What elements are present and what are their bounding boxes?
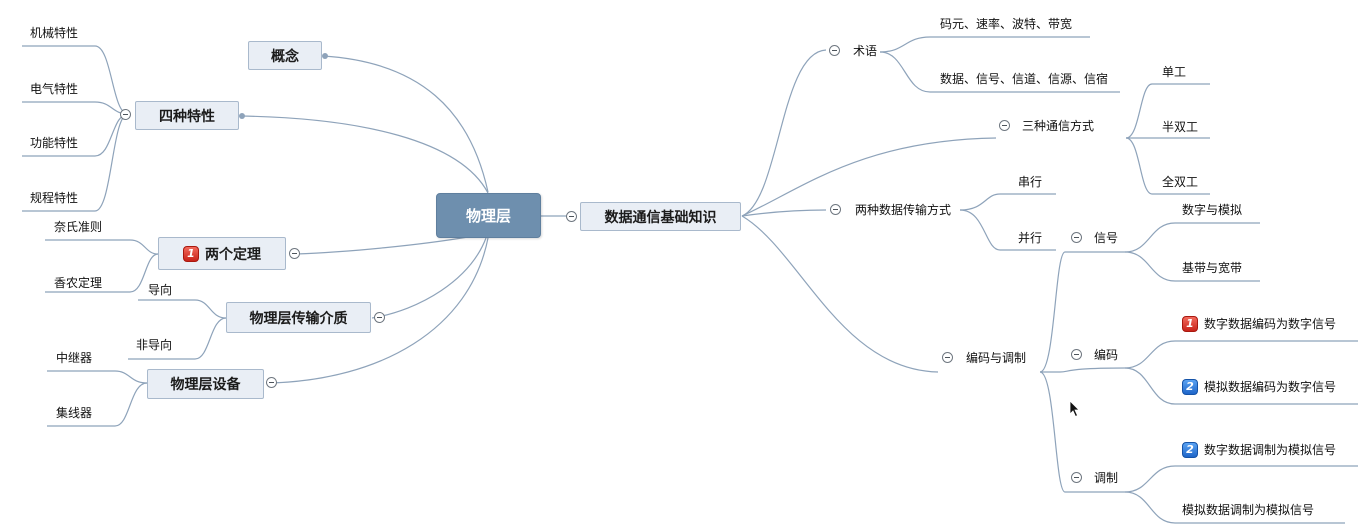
leaf-encoding-2[interactable]: 2 模拟数据编码为数字信号 [1182, 379, 1336, 395]
media-label: 物理层传输介质 [249, 310, 348, 327]
leaf-electrical[interactable]: 电气特性 [30, 82, 79, 96]
root-node[interactable]: 物理层 [436, 193, 541, 238]
collapse-toggle[interactable] [566, 211, 577, 222]
leaf-encoding-1-text: 数字数据编码为数字信号 [1204, 317, 1337, 331]
devices-node[interactable]: 物理层设备 [147, 369, 264, 399]
leaf-encoding-2-text: 模拟数据编码为数字信号 [1204, 380, 1337, 394]
media-node[interactable]: 物理层传输介质 [226, 302, 371, 333]
leaf-modulation-1-text: 数字数据调制为模拟信号 [1204, 443, 1337, 457]
modulation-node[interactable]: 调制 [1094, 471, 1119, 485]
collapse-toggle[interactable] [374, 312, 385, 323]
encode-modulate-node[interactable]: 编码与调制 [966, 351, 1027, 365]
collapse-toggle[interactable] [120, 109, 131, 120]
four-traits-label: 四种特性 [159, 108, 215, 125]
collapse-toggle[interactable] [829, 45, 840, 56]
signal-node[interactable]: 信号 [1094, 231, 1119, 245]
priority-1-icon: 1 [183, 245, 199, 262]
leaf-terms-2[interactable]: 数据、信号、信道、信源、信宿 [940, 72, 1109, 86]
leaf-shannon[interactable]: 香农定理 [54, 276, 103, 290]
three-modes-node[interactable]: 三种通信方式 [1022, 119, 1095, 133]
basics-node[interactable]: 数据通信基础知识 [580, 202, 741, 231]
basics-label: 数据通信基础知识 [604, 209, 717, 226]
mouse-cursor-icon [1069, 400, 1080, 418]
leaf-unguided[interactable]: 非导向 [136, 338, 173, 352]
collapse-toggle[interactable] [999, 120, 1010, 131]
collapse-toggle[interactable] [1071, 472, 1082, 483]
leaf-encoding-1[interactable]: 1 数字数据编码为数字信号 [1182, 316, 1336, 332]
leaf-guided[interactable]: 导向 [148, 283, 173, 297]
collapse-toggle[interactable] [1071, 349, 1082, 360]
connector-dot [322, 53, 328, 59]
leaf-procedural[interactable]: 规程特性 [30, 191, 79, 205]
leaf-serial[interactable]: 串行 [1018, 175, 1043, 189]
leaf-modulation-2[interactable]: 模拟数据调制为模拟信号 [1182, 503, 1315, 517]
connector-dot [239, 113, 245, 119]
collapse-toggle[interactable] [289, 248, 300, 259]
collapse-toggle[interactable] [266, 377, 277, 388]
leaf-modulation-1[interactable]: 2 数字数据调制为模拟信号 [1182, 442, 1336, 458]
leaf-half-duplex[interactable]: 半双工 [1162, 120, 1199, 134]
four-traits-node[interactable]: 四种特性 [135, 101, 239, 130]
collapse-toggle[interactable] [942, 352, 953, 363]
leaf-functional[interactable]: 功能特性 [30, 136, 79, 150]
leaf-repeater[interactable]: 中继器 [56, 351, 93, 365]
priority-2-icon: 2 [1182, 379, 1198, 395]
two-theorems-node[interactable]: 1 两个定理 [158, 237, 286, 270]
root-label: 物理层 [465, 207, 511, 225]
leaf-baseband-broadband[interactable]: 基带与宽带 [1182, 261, 1243, 275]
leaf-full-duplex[interactable]: 全双工 [1162, 175, 1199, 189]
devices-label: 物理层设备 [170, 377, 241, 393]
collapse-toggle[interactable] [830, 204, 841, 215]
leaf-terms-1[interactable]: 码元、速率、波特、带宽 [940, 17, 1073, 31]
two-theorems-label: 两个定理 [205, 246, 261, 263]
concept-node[interactable]: 概念 [248, 41, 322, 70]
leaf-hub[interactable]: 集线器 [56, 406, 93, 420]
concept-label: 概念 [271, 48, 299, 65]
leaf-nyquist[interactable]: 奈氏准则 [54, 220, 103, 234]
collapse-toggle[interactable] [1071, 232, 1082, 243]
leaf-simplex[interactable]: 单工 [1162, 65, 1187, 79]
terms-node[interactable]: 术语 [853, 44, 878, 58]
priority-2-icon: 2 [1182, 442, 1198, 458]
leaf-digital-analog[interactable]: 数字与模拟 [1182, 203, 1243, 217]
leaf-mechanical[interactable]: 机械特性 [30, 26, 79, 40]
priority-1-icon: 1 [1182, 316, 1198, 332]
two-transfer-node[interactable]: 两种数据传输方式 [855, 203, 952, 217]
encoding-node[interactable]: 编码 [1094, 348, 1119, 362]
leaf-parallel[interactable]: 并行 [1018, 231, 1043, 245]
